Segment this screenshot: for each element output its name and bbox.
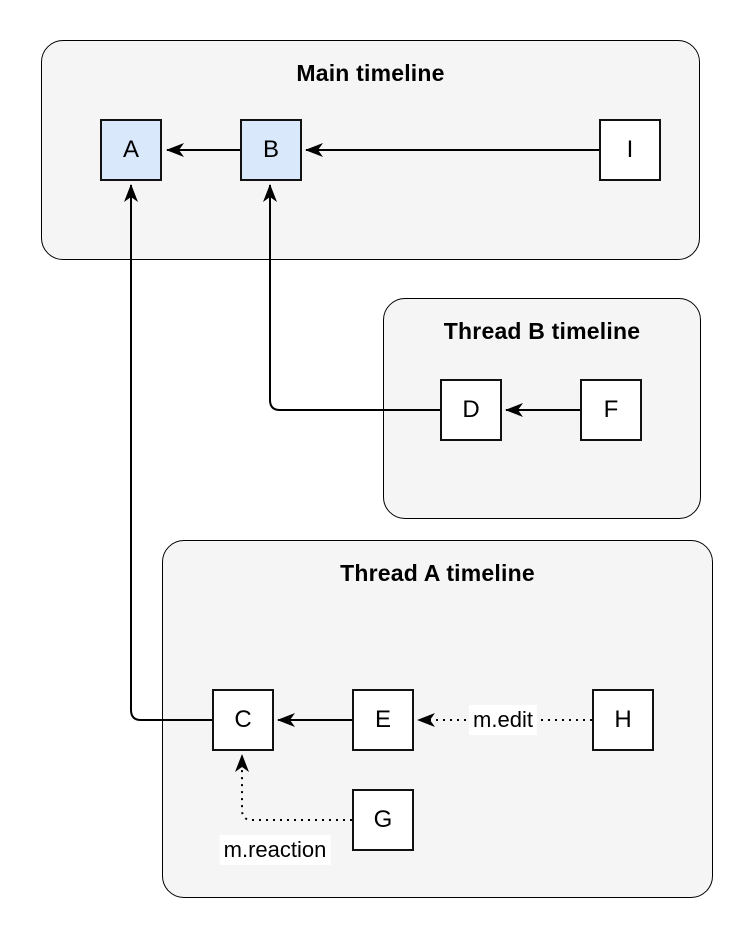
node-h-label: H [614,706,632,733]
container-thread-b-timeline: Thread B timeline [383,298,701,519]
node-b-label: B [262,136,279,163]
edge-label-m-edit: m.edit [469,705,537,735]
node-b: B [240,119,302,181]
node-i-label: I [626,136,634,163]
node-c-label: C [234,706,252,733]
node-e-label: E [374,706,391,733]
container-title-thread-a: Thread A timeline [340,560,535,586]
node-a-label: A [122,136,139,163]
node-f: F [580,379,642,441]
node-h: H [592,689,654,751]
container-title-thread-b: Thread B timeline [443,318,641,344]
node-f-label: F [603,396,619,423]
node-g: G [352,789,414,851]
node-g-label: G [373,806,393,833]
node-a: A [100,119,162,181]
node-e: E [352,689,414,751]
node-d-label: D [462,396,480,423]
node-d: D [440,379,502,441]
edge-label-m-reaction: m.reaction [219,835,331,865]
node-i: I [599,119,661,181]
node-c: C [212,689,274,751]
container-title-main: Main timeline [296,60,445,86]
